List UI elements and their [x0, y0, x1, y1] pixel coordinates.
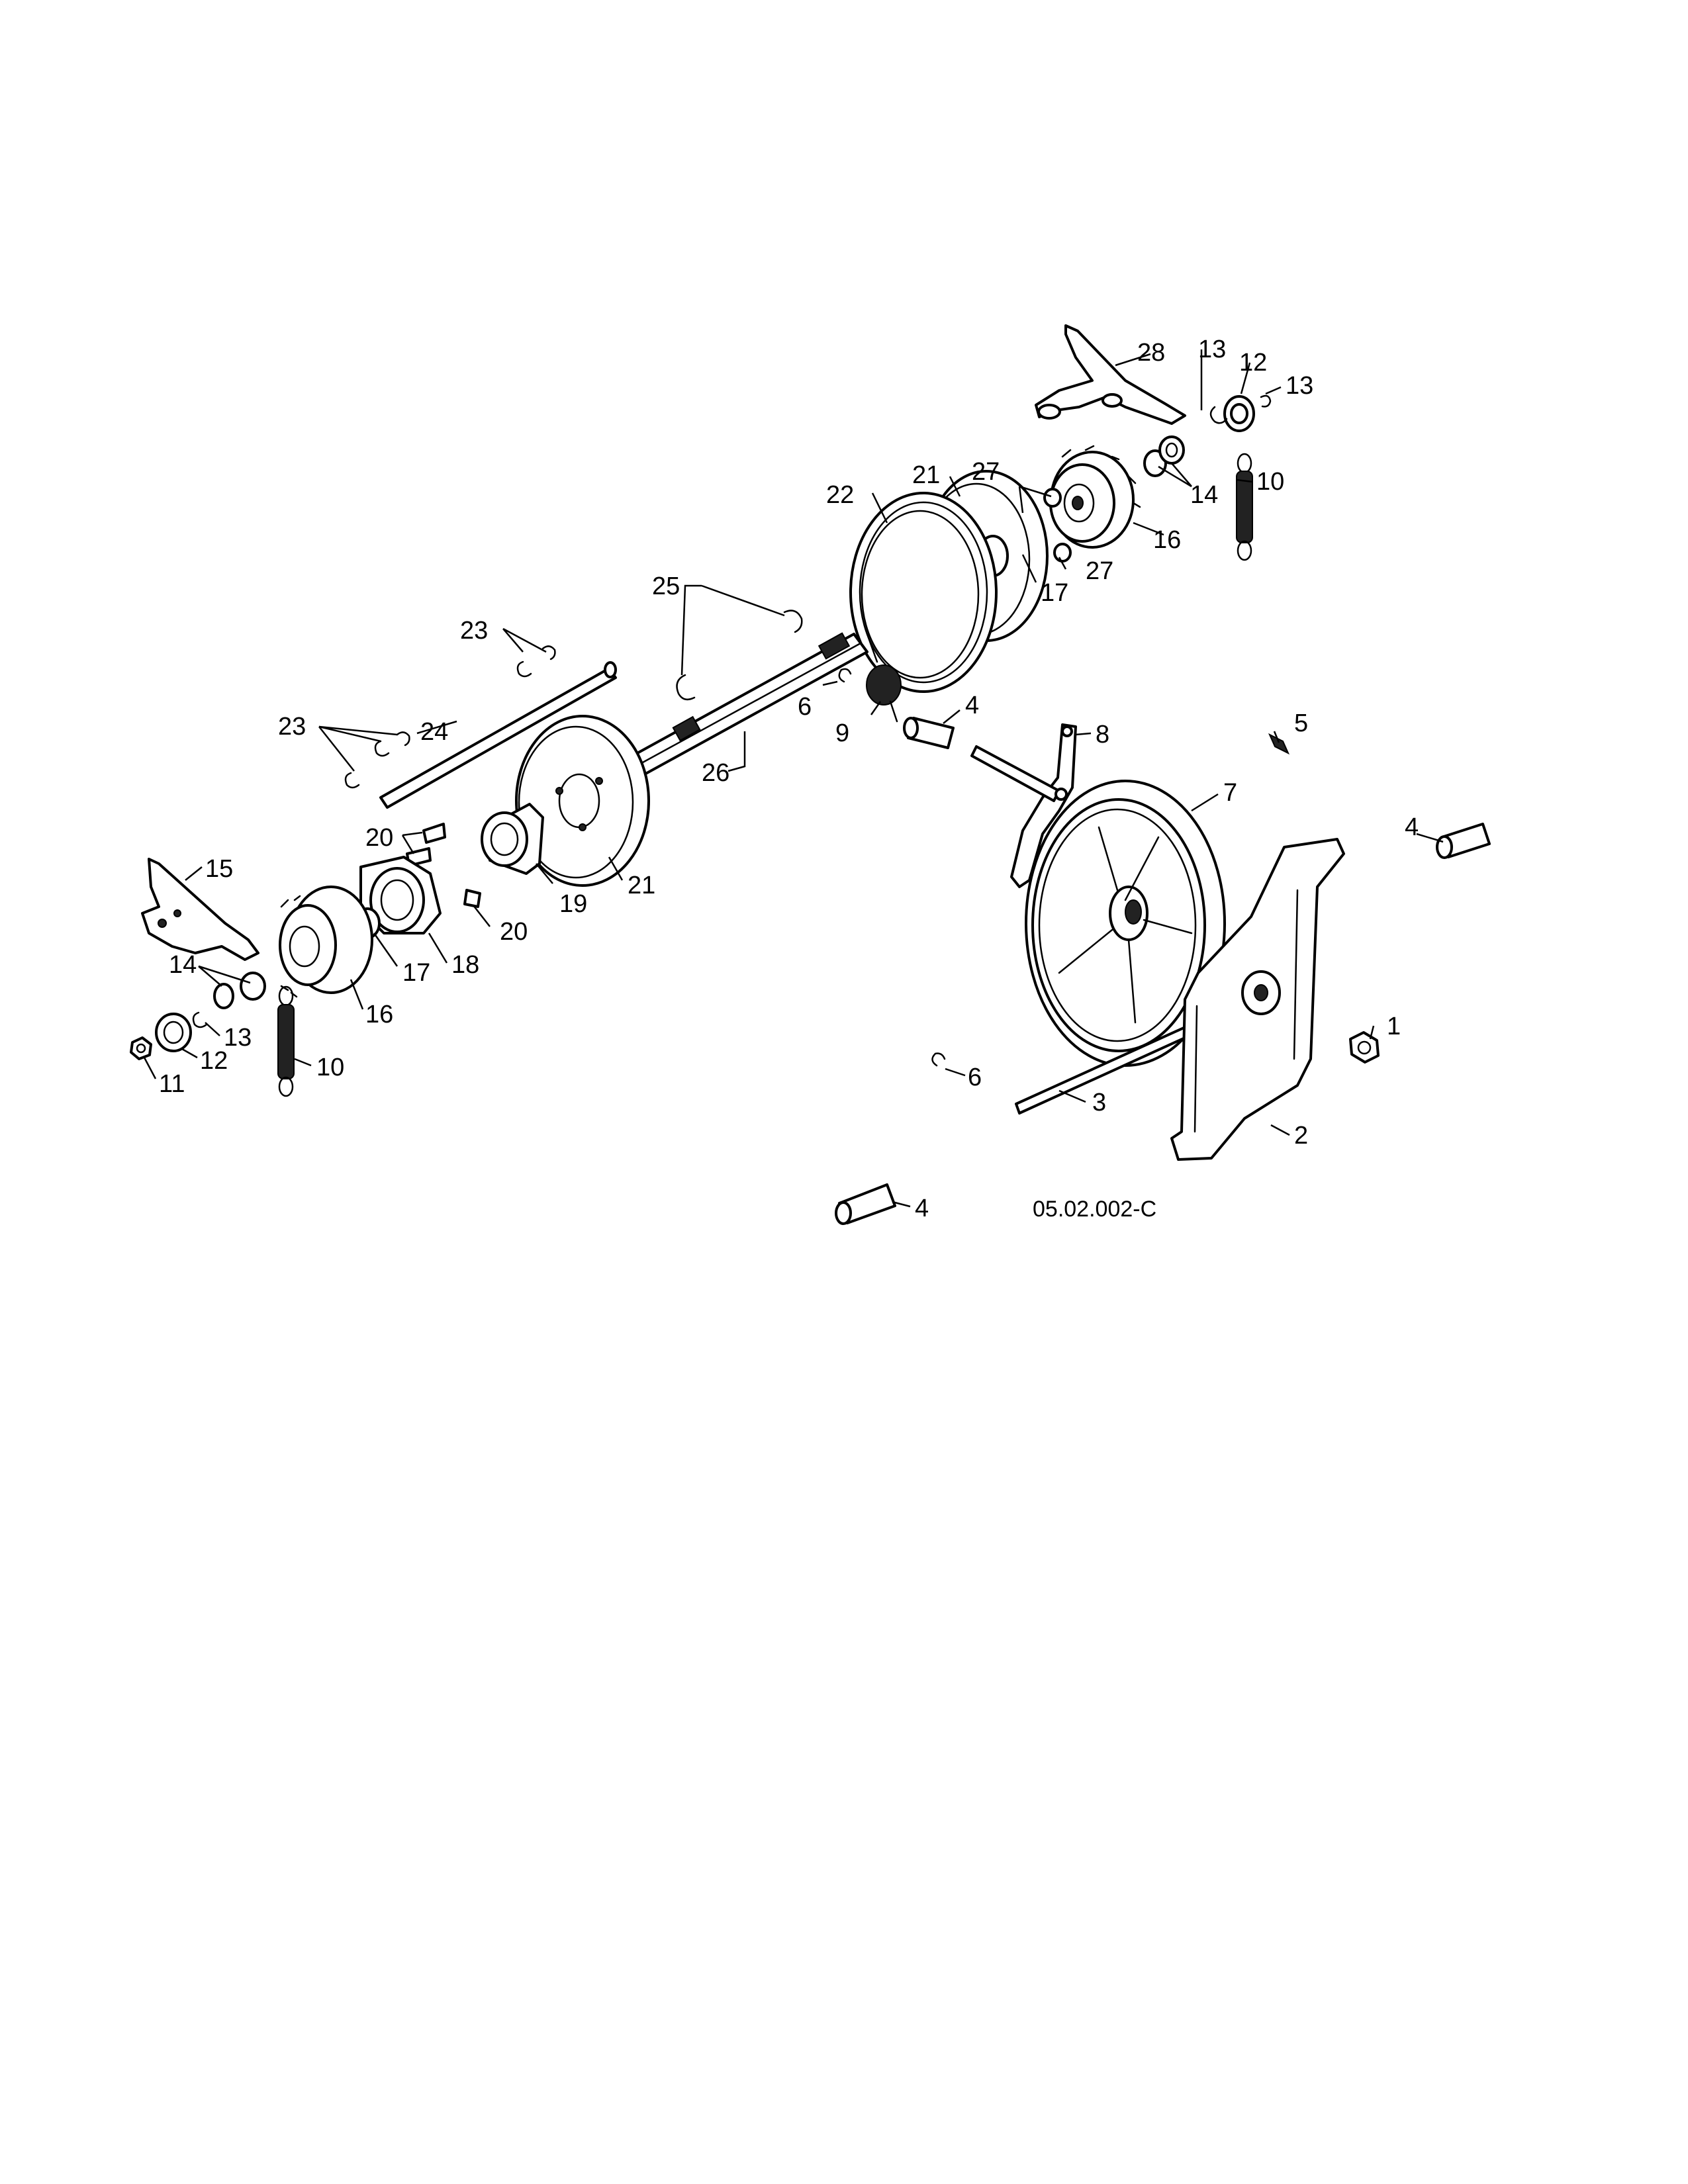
callout-25: 25 [652, 572, 680, 600]
callout-15: 15 [205, 855, 233, 883]
part-14-washers-top [1143, 435, 1185, 477]
part-5-small-spring [1268, 733, 1290, 755]
part-6-clip-top [838, 668, 852, 683]
callout-18: 18 [451, 951, 479, 979]
part-19-hub-flange [481, 803, 544, 875]
callout-14-top: 14 [1190, 481, 1218, 509]
leader-lines [143, 349, 1444, 1208]
callout-9: 9 [835, 719, 849, 747]
callout-8: 8 [1096, 721, 1109, 749]
callout-2: 2 [1294, 1122, 1308, 1150]
callout-7: 7 [1223, 779, 1237, 807]
callout-23-top: 23 [460, 617, 488, 645]
part-4-spacer-mid [903, 717, 955, 749]
callout-20-top: 20 [365, 824, 393, 852]
part-25-e-clips [676, 610, 803, 701]
part-28-idler-bracket [1035, 324, 1186, 425]
part-23-e-clips [344, 645, 556, 789]
callout-16-low: 16 [365, 1001, 393, 1028]
part-16-gear-hub-top [1049, 445, 1141, 549]
callout-27-top: 27 [972, 458, 1000, 486]
callout-26: 26 [702, 759, 729, 787]
callout-6-low: 6 [968, 1064, 982, 1091]
part-22-friction-rubber [849, 492, 998, 693]
callout-23-low: 23 [278, 713, 306, 741]
callout-4-mid: 4 [965, 692, 979, 719]
callout-4-bottom: 4 [915, 1195, 929, 1222]
callout-13-low: 13 [224, 1024, 252, 1052]
callout-28: 28 [1137, 339, 1165, 367]
part-2-frame-plate [1170, 838, 1345, 1161]
callout-22: 22 [826, 481, 854, 509]
callout-1: 1 [1387, 1013, 1401, 1040]
part-7-drive-wheel [1025, 780, 1226, 1067]
callout-27-low: 27 [1086, 557, 1113, 585]
callout-12-low: 12 [200, 1047, 228, 1075]
part-13-clip-low [192, 1011, 208, 1028]
callout-19: 19 [559, 890, 587, 918]
part-8-shift-lever [970, 723, 1077, 888]
part-4-spacer-right [1436, 823, 1491, 859]
part-15-bracket-low [141, 858, 259, 961]
part-9-torsion-spring [866, 633, 902, 723]
part-21-friction-disc [515, 715, 650, 887]
part-14-washer-low-a [213, 983, 234, 1009]
callout-20-low: 20 [500, 918, 528, 946]
part-11-nut [130, 1036, 152, 1060]
part-18-bearing-housing [359, 856, 442, 934]
callout-16-top: 16 [1153, 526, 1181, 554]
callout-10-top: 10 [1256, 468, 1284, 496]
part-12-bearing-top [1209, 394, 1272, 432]
callout-24: 24 [420, 718, 448, 746]
callout-12-top: 12 [1239, 349, 1267, 377]
callout-21-low: 21 [628, 872, 655, 899]
part-24-axle-rod [379, 661, 617, 809]
callout-13-top-a: 13 [1198, 336, 1226, 363]
part-16-gear-hub-low [279, 886, 373, 998]
callout-4-right: 4 [1405, 813, 1419, 841]
callout-21-top: 21 [912, 461, 940, 489]
part-6-clip-low [931, 1052, 946, 1067]
callout-5: 5 [1294, 709, 1308, 737]
callout-14-low: 14 [169, 951, 197, 979]
part-10-spring-top [1236, 453, 1253, 561]
part-10-spring-low [277, 985, 295, 1097]
callout-13-top-b: 13 [1286, 372, 1313, 400]
callout-11: 11 [159, 1070, 185, 1098]
part-26-hex-shaft [626, 632, 868, 778]
callout-10-low: 10 [316, 1054, 344, 1081]
callout-labels: 1 2 3 4 4 4 5 6 6 7 8 9 10 10 11 12 12 1… [159, 336, 1419, 1222]
callout-3: 3 [1092, 1089, 1106, 1116]
callout-6-top: 6 [798, 693, 812, 721]
callout-17-low: 17 [402, 959, 430, 987]
part-4-spacer-bottom [835, 1183, 896, 1225]
drawing-code: 05.02.002-C [1033, 1197, 1156, 1222]
part-14-washer-low-b [240, 972, 266, 1001]
part-1-hex-nut [1349, 1031, 1380, 1064]
callout-17-top: 17 [1041, 579, 1068, 607]
part-12-bearing-low [155, 1013, 192, 1052]
